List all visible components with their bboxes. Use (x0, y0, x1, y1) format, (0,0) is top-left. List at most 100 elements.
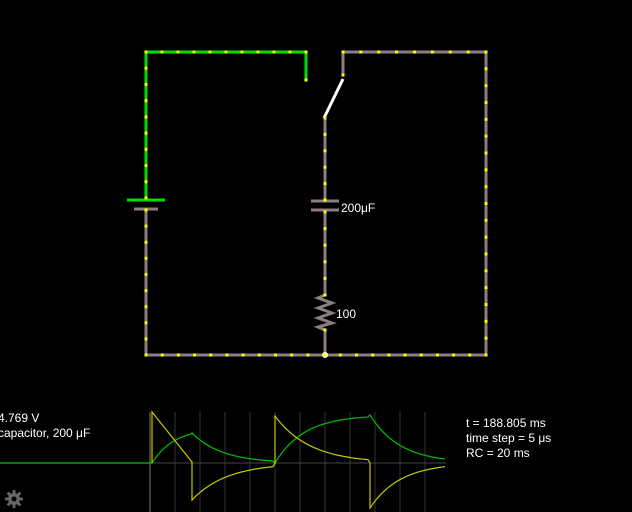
wire-powered[interactable] (144, 50, 308, 198)
current-dot (144, 180, 148, 184)
current-dot (419, 353, 423, 357)
current-dot (466, 50, 470, 54)
current-dot (484, 134, 488, 138)
current-dot (484, 252, 488, 256)
current-dot (323, 243, 327, 247)
current-dot (395, 50, 399, 54)
current-dot (144, 115, 148, 119)
current-dot (209, 353, 213, 357)
scope-voltage-readout: 4.769 V (0, 411, 40, 425)
current-dot (413, 50, 416, 54)
current-dot (144, 147, 148, 151)
current-dot (484, 218, 488, 222)
current-dots (144, 50, 488, 357)
voltage-trace (0, 414, 446, 464)
capacitor-label: 200μF (341, 201, 375, 215)
current-dot (484, 353, 488, 357)
scope-timestep-readout: time step = 5 μs (466, 431, 552, 445)
current-dot (484, 336, 488, 340)
current-dot (144, 131, 148, 135)
current-dot (176, 50, 180, 54)
battery[interactable] (127, 198, 165, 211)
current-dot (144, 256, 148, 260)
current-dot (144, 353, 148, 357)
current-dot (144, 289, 148, 293)
scope-time-readout: t = 188.805 ms (466, 416, 546, 430)
gear-icon[interactable] (4, 489, 24, 509)
current-dot (304, 78, 308, 82)
current-dot (144, 272, 148, 276)
current-dot (484, 151, 488, 155)
current-dot (144, 99, 148, 103)
current-dot (144, 321, 148, 325)
current-dot (144, 337, 148, 341)
current-dot (338, 353, 342, 357)
current-dot (241, 353, 245, 357)
resistor-label: 100 (336, 307, 356, 321)
current-dot (208, 50, 212, 54)
current-dot (484, 50, 488, 54)
resistor[interactable] (313, 293, 337, 332)
current-dot (323, 328, 327, 332)
current-dot (484, 185, 488, 189)
current-dot (341, 50, 345, 54)
current-dot (176, 353, 180, 357)
current-dot (484, 202, 488, 205)
current-dot (484, 319, 488, 323)
current-dot (288, 50, 292, 54)
current-dot (484, 235, 488, 239)
wires[interactable] (144, 50, 488, 357)
current-dot (192, 50, 196, 54)
current-dot (144, 240, 148, 244)
current-dot (323, 165, 327, 169)
current-dot (323, 276, 327, 280)
current-dot (341, 73, 345, 77)
current-dot (323, 293, 327, 297)
wire-right-loop[interactable] (144, 50, 488, 357)
current-dot (144, 196, 148, 200)
current-dot (272, 50, 276, 54)
current-dot (160, 353, 164, 357)
current-dot (225, 353, 229, 357)
current-dot (290, 353, 294, 357)
current-dot (144, 208, 148, 212)
current-dot (144, 164, 148, 168)
scope-plot[interactable] (0, 410, 446, 512)
current-dot (448, 50, 452, 54)
current-dot (224, 50, 228, 54)
current-dot (354, 353, 358, 357)
current-dot (144, 66, 148, 70)
current-dot (403, 353, 407, 357)
current-dot (323, 132, 327, 136)
current-dot (323, 353, 327, 357)
current-dot (387, 353, 391, 357)
current-dot (452, 353, 456, 357)
current-dot (144, 305, 148, 309)
current-dot (256, 50, 260, 54)
current-dot (377, 50, 381, 54)
current-dot (484, 286, 488, 290)
current-dot (484, 67, 488, 71)
current-dot (468, 353, 472, 357)
current-dot (323, 198, 327, 202)
current-dot (359, 50, 363, 54)
current-dot (371, 353, 375, 357)
current-dot (144, 224, 148, 228)
current-dot (160, 50, 164, 54)
current-dot (323, 182, 327, 186)
scope-element-label: capacitor, 200 μF (0, 426, 91, 440)
scope-info-left: 4.769 V capacitor, 200 μF (0, 411, 90, 441)
scope-info-right: t = 188.805 ms time step = 5 μs RC = 20 … (466, 416, 551, 461)
current-dot (306, 353, 310, 357)
current-dot (193, 353, 197, 357)
current-dot (484, 117, 488, 121)
current-dot (484, 269, 488, 273)
current-dot (323, 149, 327, 153)
switch[interactable] (322, 78, 345, 119)
capacitor[interactable] (311, 199, 339, 212)
current-trace (151, 410, 446, 510)
current-dot (323, 260, 327, 264)
current-dot (240, 50, 244, 54)
current-dot (484, 303, 488, 306)
